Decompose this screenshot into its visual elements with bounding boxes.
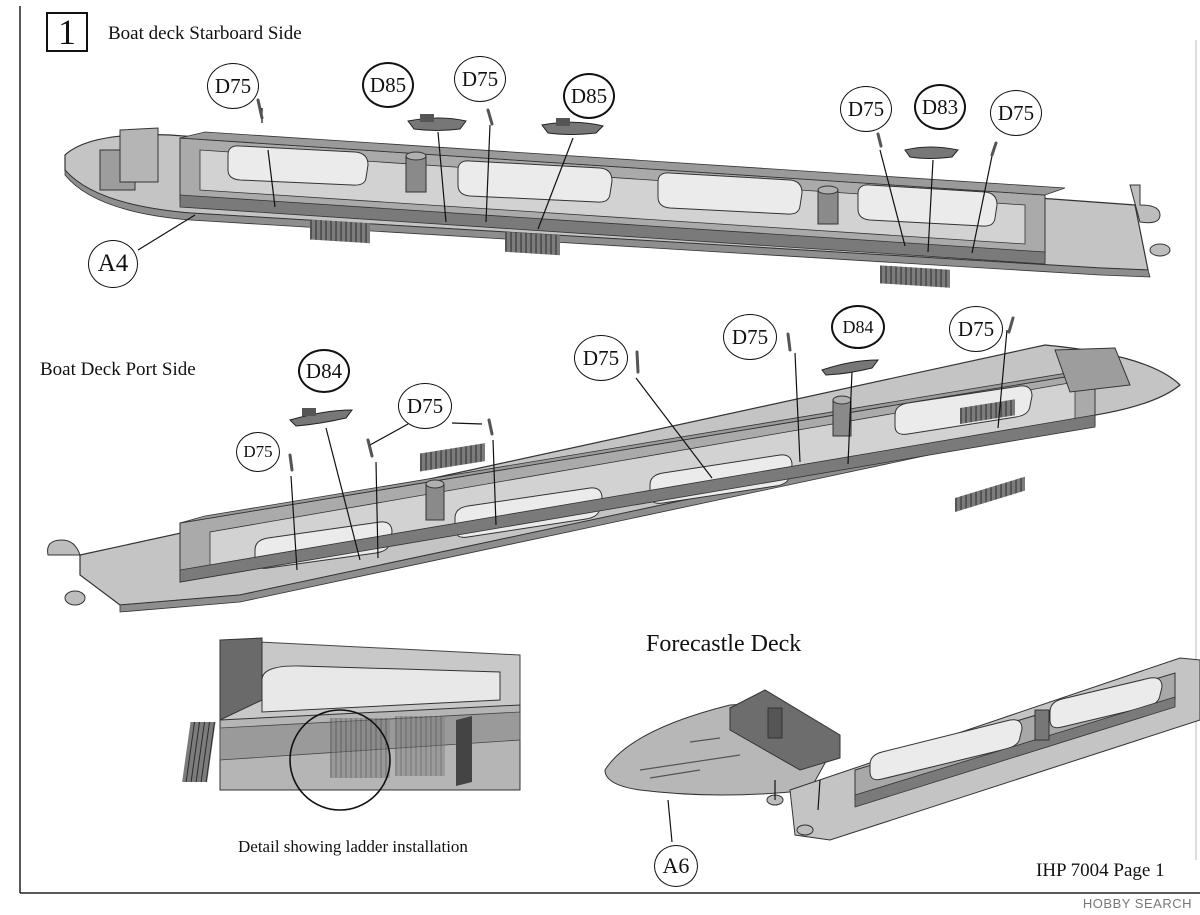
port-boats	[289, 359, 880, 427]
callout-starboard-d85-1: D85	[362, 62, 414, 108]
port-pins	[288, 316, 1015, 472]
callout-starboard-d83: D83	[914, 84, 966, 130]
forecastle-bow-part	[604, 689, 841, 796]
port-section-title: Boat Deck Port Side	[40, 359, 196, 380]
ladder-detail-inset	[182, 637, 521, 811]
callout-starboard-d75-2: D75	[454, 56, 506, 102]
callout-starboard-d75-3: D75	[840, 86, 892, 132]
detail-caption: Detail showing ladder installation	[238, 837, 468, 856]
callout-a6: A6	[654, 845, 698, 887]
step-number-box: 1	[46, 12, 88, 52]
starboard-boats	[407, 114, 959, 159]
port-leader-lines	[290, 329, 1008, 571]
forecastle-section-title: Forecastle Deck	[646, 631, 802, 657]
page-reference: IHP 7004 Page 1	[1036, 860, 1165, 881]
forecastle-deck-part	[766, 476, 1200, 841]
starboard-leader-lines	[137, 108, 993, 254]
forecastle-leader-lines	[667, 779, 821, 843]
callout-starboard-d85-2: D85	[563, 73, 615, 119]
callout-starboard-d75-4: D75	[990, 90, 1042, 136]
callout-port-d75-far: D75	[949, 306, 1003, 352]
callout-a4: A4	[88, 240, 138, 288]
starboard-deck-part	[64, 127, 1171, 288]
callout-port-d84-1: D84	[298, 349, 350, 393]
port-deck-part	[47, 344, 1181, 613]
starboard-section-title: Boat deck Starboard Side	[108, 23, 302, 44]
callout-port-d75-pair: D75	[398, 383, 452, 429]
callout-port-d75-mid: D75	[574, 335, 628, 381]
hobby-search-watermark: HOBBY SEARCH	[1082, 896, 1192, 911]
callout-port-d75-small: D75	[236, 432, 280, 472]
callout-port-d84-2: D84	[831, 305, 885, 349]
callout-starboard-d75-1: D75	[207, 63, 259, 109]
callout-port-d75-right: D75	[723, 314, 777, 360]
starboard-pins	[256, 98, 998, 157]
